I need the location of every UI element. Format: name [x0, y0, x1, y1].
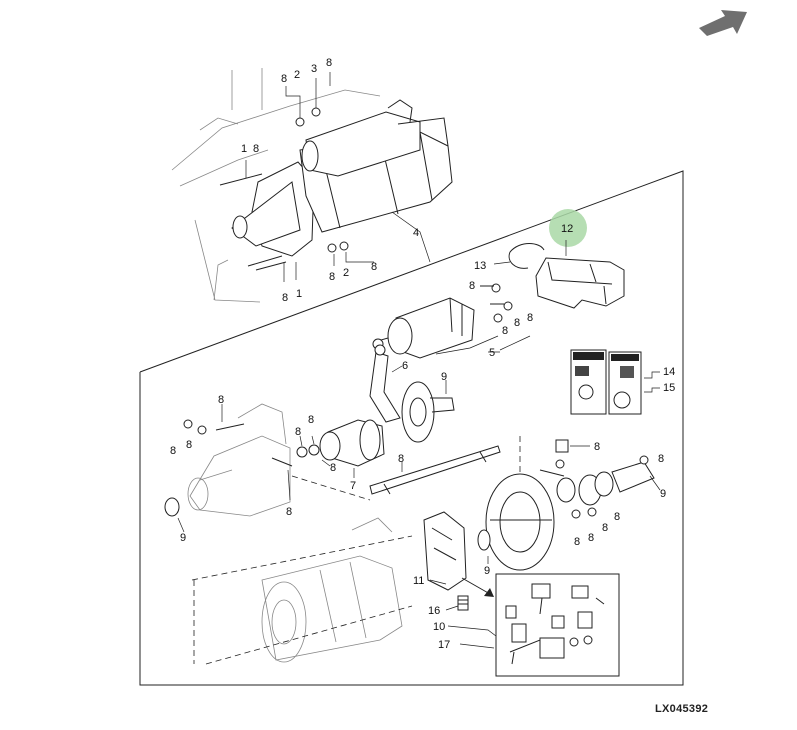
- callout-8: 8: [326, 57, 332, 69]
- callout-3: 3: [311, 63, 317, 75]
- callout-8: 8: [371, 261, 377, 273]
- field-frame: [261, 517, 403, 663]
- drive-pinion: [319, 419, 385, 467]
- callout-1: 1: [241, 143, 247, 155]
- warning-decals: [570, 349, 642, 415]
- callout-8: 8: [574, 536, 580, 548]
- callout-6: 6: [402, 360, 408, 372]
- callout-1: 1: [296, 288, 302, 300]
- callout-11: 11: [413, 575, 424, 587]
- callout-8: 8: [308, 414, 314, 426]
- figure-reference-code: LX045392: [655, 703, 709, 715]
- callout-8: 8: [186, 439, 192, 451]
- callout-12[interactable]: 12: [561, 223, 573, 235]
- solenoid-hardware: [480, 283, 513, 323]
- callout-8: 8: [398, 453, 404, 465]
- callout-8: 8: [658, 453, 664, 465]
- top-callouts: 1 8 8 2 3 8 4 8 2 8 8 1: [241, 57, 431, 304]
- callout-8: 8: [253, 143, 259, 155]
- callout-8: 8: [469, 280, 475, 292]
- callout-7: 7: [350, 480, 356, 492]
- callout-8: 8: [502, 325, 508, 337]
- solenoid-cover: [535, 257, 625, 309]
- callout-8: 8: [588, 532, 594, 544]
- drive-housing: [187, 403, 291, 517]
- callout-9: 9: [484, 565, 490, 577]
- callout-16: 16: [428, 605, 440, 617]
- callout-8: 8: [614, 511, 620, 523]
- callout-8: 8: [527, 312, 533, 324]
- commutator-end-frame: [485, 473, 555, 571]
- brush-holder: [423, 511, 491, 591]
- callout-8: 8: [514, 317, 520, 329]
- callout-17: 17: [438, 639, 450, 651]
- solenoid: [372, 297, 475, 359]
- callout-8: 8: [282, 292, 288, 304]
- seal-ring: [508, 243, 545, 269]
- callout-9: 9: [441, 371, 447, 383]
- housing-hardware: [164, 419, 293, 517]
- callout-8: 8: [218, 394, 224, 406]
- callout-2: 2: [294, 69, 300, 81]
- callout-9: 9: [660, 488, 666, 500]
- brush-springs: [457, 595, 469, 611]
- callout-8: 8: [602, 522, 608, 534]
- callout-14: 14: [663, 366, 675, 378]
- arrow-right-icon: [699, 10, 747, 36]
- armature-shaft: [369, 445, 501, 495]
- callout-2: 2: [343, 267, 349, 279]
- callout-8: 8: [295, 426, 301, 438]
- callout-8: 8: [330, 462, 336, 474]
- callout-9: 9: [180, 532, 186, 544]
- callout-8: 8: [170, 445, 176, 457]
- brush-kit-parts: [505, 583, 605, 665]
- end-frame-hardware: [539, 439, 655, 519]
- callout-8: 8: [286, 506, 292, 518]
- shift-lever: [369, 344, 401, 423]
- pinion-washers: [296, 444, 320, 458]
- callout-10: 10: [433, 621, 445, 633]
- callout-8: 8: [281, 73, 287, 85]
- engine-block-ghost: [171, 68, 381, 303]
- callout-5: 5: [489, 347, 495, 359]
- callout-4: 4: [413, 227, 419, 239]
- assembled-starter: [219, 99, 453, 271]
- callout-8: 8: [594, 441, 600, 453]
- callout-15: 15: [663, 382, 675, 394]
- detail-frame: [139, 170, 684, 686]
- callout-13: 13: [474, 260, 486, 272]
- highlight-marker: [549, 209, 587, 247]
- callout-8: 8: [329, 271, 335, 283]
- intermediate-bearing: [401, 381, 455, 443]
- next-page-button[interactable]: [697, 6, 749, 36]
